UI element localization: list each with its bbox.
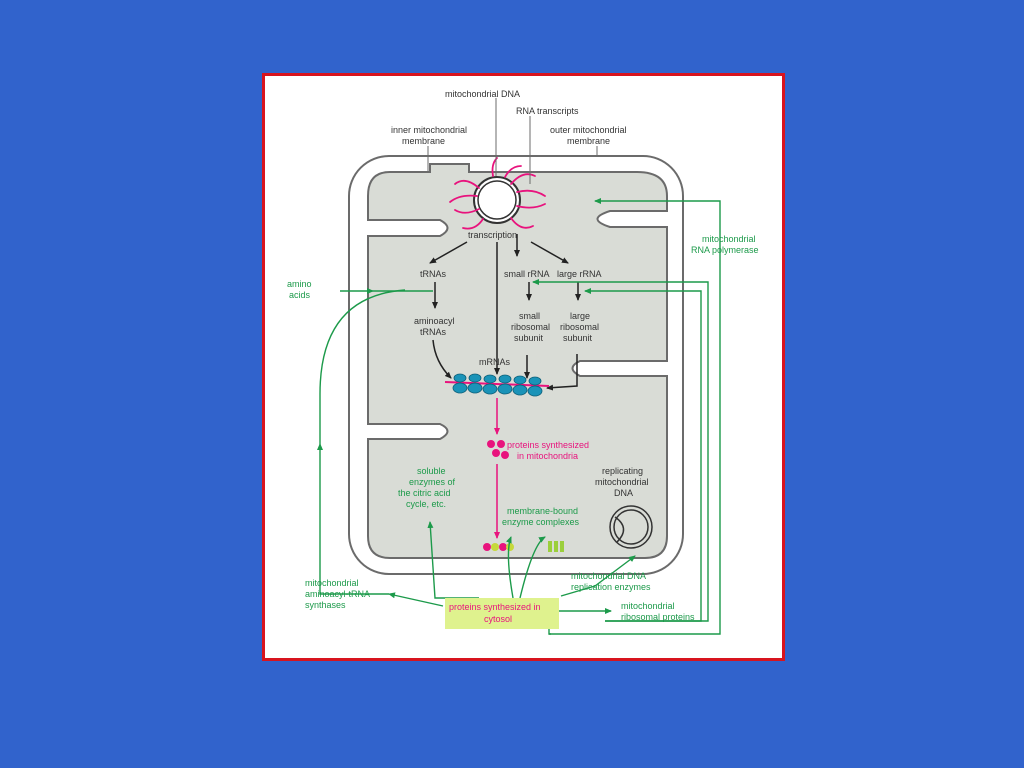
label-synthases-2: aminoacyl-tRNA — [305, 589, 370, 599]
label-soluble-enzymes-3: the citric acid — [398, 488, 451, 498]
label-small-rrna: small rRNA — [504, 269, 550, 279]
label-ribosomal-proteins-2: ribosomal proteins — [621, 612, 695, 622]
label-aminoacyl: aminoacyl — [414, 316, 455, 326]
label-cytosol-proteins: proteins synthesized in — [449, 602, 541, 612]
label-soluble-enzymes: soluble — [417, 466, 446, 476]
label-large-subunit-2: ribosomal — [560, 322, 599, 332]
label-inner-membrane-2: membrane — [402, 136, 445, 146]
label-soluble-enzymes-4: cycle, etc. — [406, 499, 446, 509]
mrna-strand — [444, 381, 550, 387]
label-dna-replication-enzymes: mitochondrial DNA — [571, 571, 646, 581]
rna-transcripts — [449, 157, 546, 230]
label-small-subunit: small — [519, 311, 540, 321]
label-trnas: tRNAs — [420, 269, 447, 279]
label-large-rrna: large rRNA — [557, 269, 602, 279]
label-transcription: transcription — [468, 230, 517, 240]
label-inner-membrane: inner mitochondrial — [391, 125, 467, 135]
label-rna-transcripts: RNA transcripts — [516, 106, 579, 116]
label-mito-dna: mitochondrial DNA — [445, 89, 520, 99]
label-aminoacyl-2: tRNAs — [420, 327, 447, 337]
label-amino-acids: amino — [287, 279, 312, 289]
label-synthases: mitochondrial — [305, 578, 359, 588]
label-replicating-dna-3: DNA — [614, 488, 633, 498]
label-soluble-enzymes-2: enzymes of — [409, 477, 456, 487]
label-replicating-dna-2: mitochondrial — [595, 477, 649, 487]
label-outer-membrane: outer mitochondrial — [550, 125, 627, 135]
label-large-subunit-3: subunit — [563, 333, 593, 343]
figure-frame: mitochondrial DNA RNA transcripts inner … — [262, 73, 785, 661]
label-small-subunit-3: subunit — [514, 333, 544, 343]
label-ribosomal-proteins: mitochondrial — [621, 601, 675, 611]
mitochondrion-diagram: mitochondrial DNA RNA transcripts inner … — [287, 89, 759, 635]
label-dna-replication-enzymes-2: replication enzymes — [571, 582, 651, 592]
replicating-dna — [609, 505, 653, 549]
mito-proteins-dots — [487, 440, 509, 459]
mitochondrial-dna-circle — [473, 176, 521, 224]
label-membrane-bound: membrane-bound — [507, 506, 578, 516]
membrane-bound-complex — [483, 541, 564, 552]
label-membrane-bound-2: enzyme complexes — [502, 517, 580, 527]
label-mrnas: mRNAs — [479, 357, 510, 367]
label-large-subunit: large — [570, 311, 590, 321]
label-synthases-3: synthases — [305, 600, 346, 610]
label-proteins-mito: proteins synthesized — [507, 440, 589, 450]
inner-membrane-matrix — [367, 163, 668, 559]
label-proteins-mito-2: in mitochondria — [517, 451, 578, 461]
cytosol-proteins-box — [445, 598, 559, 629]
label-replicating-dna: replicating — [602, 466, 643, 476]
label-rna-polymerase-2: RNA polymerase — [691, 245, 759, 255]
label-small-subunit-2: ribosomal — [511, 322, 550, 332]
label-amino-acids-2: acids — [289, 290, 311, 300]
label-cytosol-proteins-2: cytosol — [484, 614, 512, 624]
label-outer-membrane-2: membrane — [567, 136, 610, 146]
label-rna-polymerase: mitochondrial — [702, 234, 756, 244]
ribosomes — [452, 373, 543, 397]
